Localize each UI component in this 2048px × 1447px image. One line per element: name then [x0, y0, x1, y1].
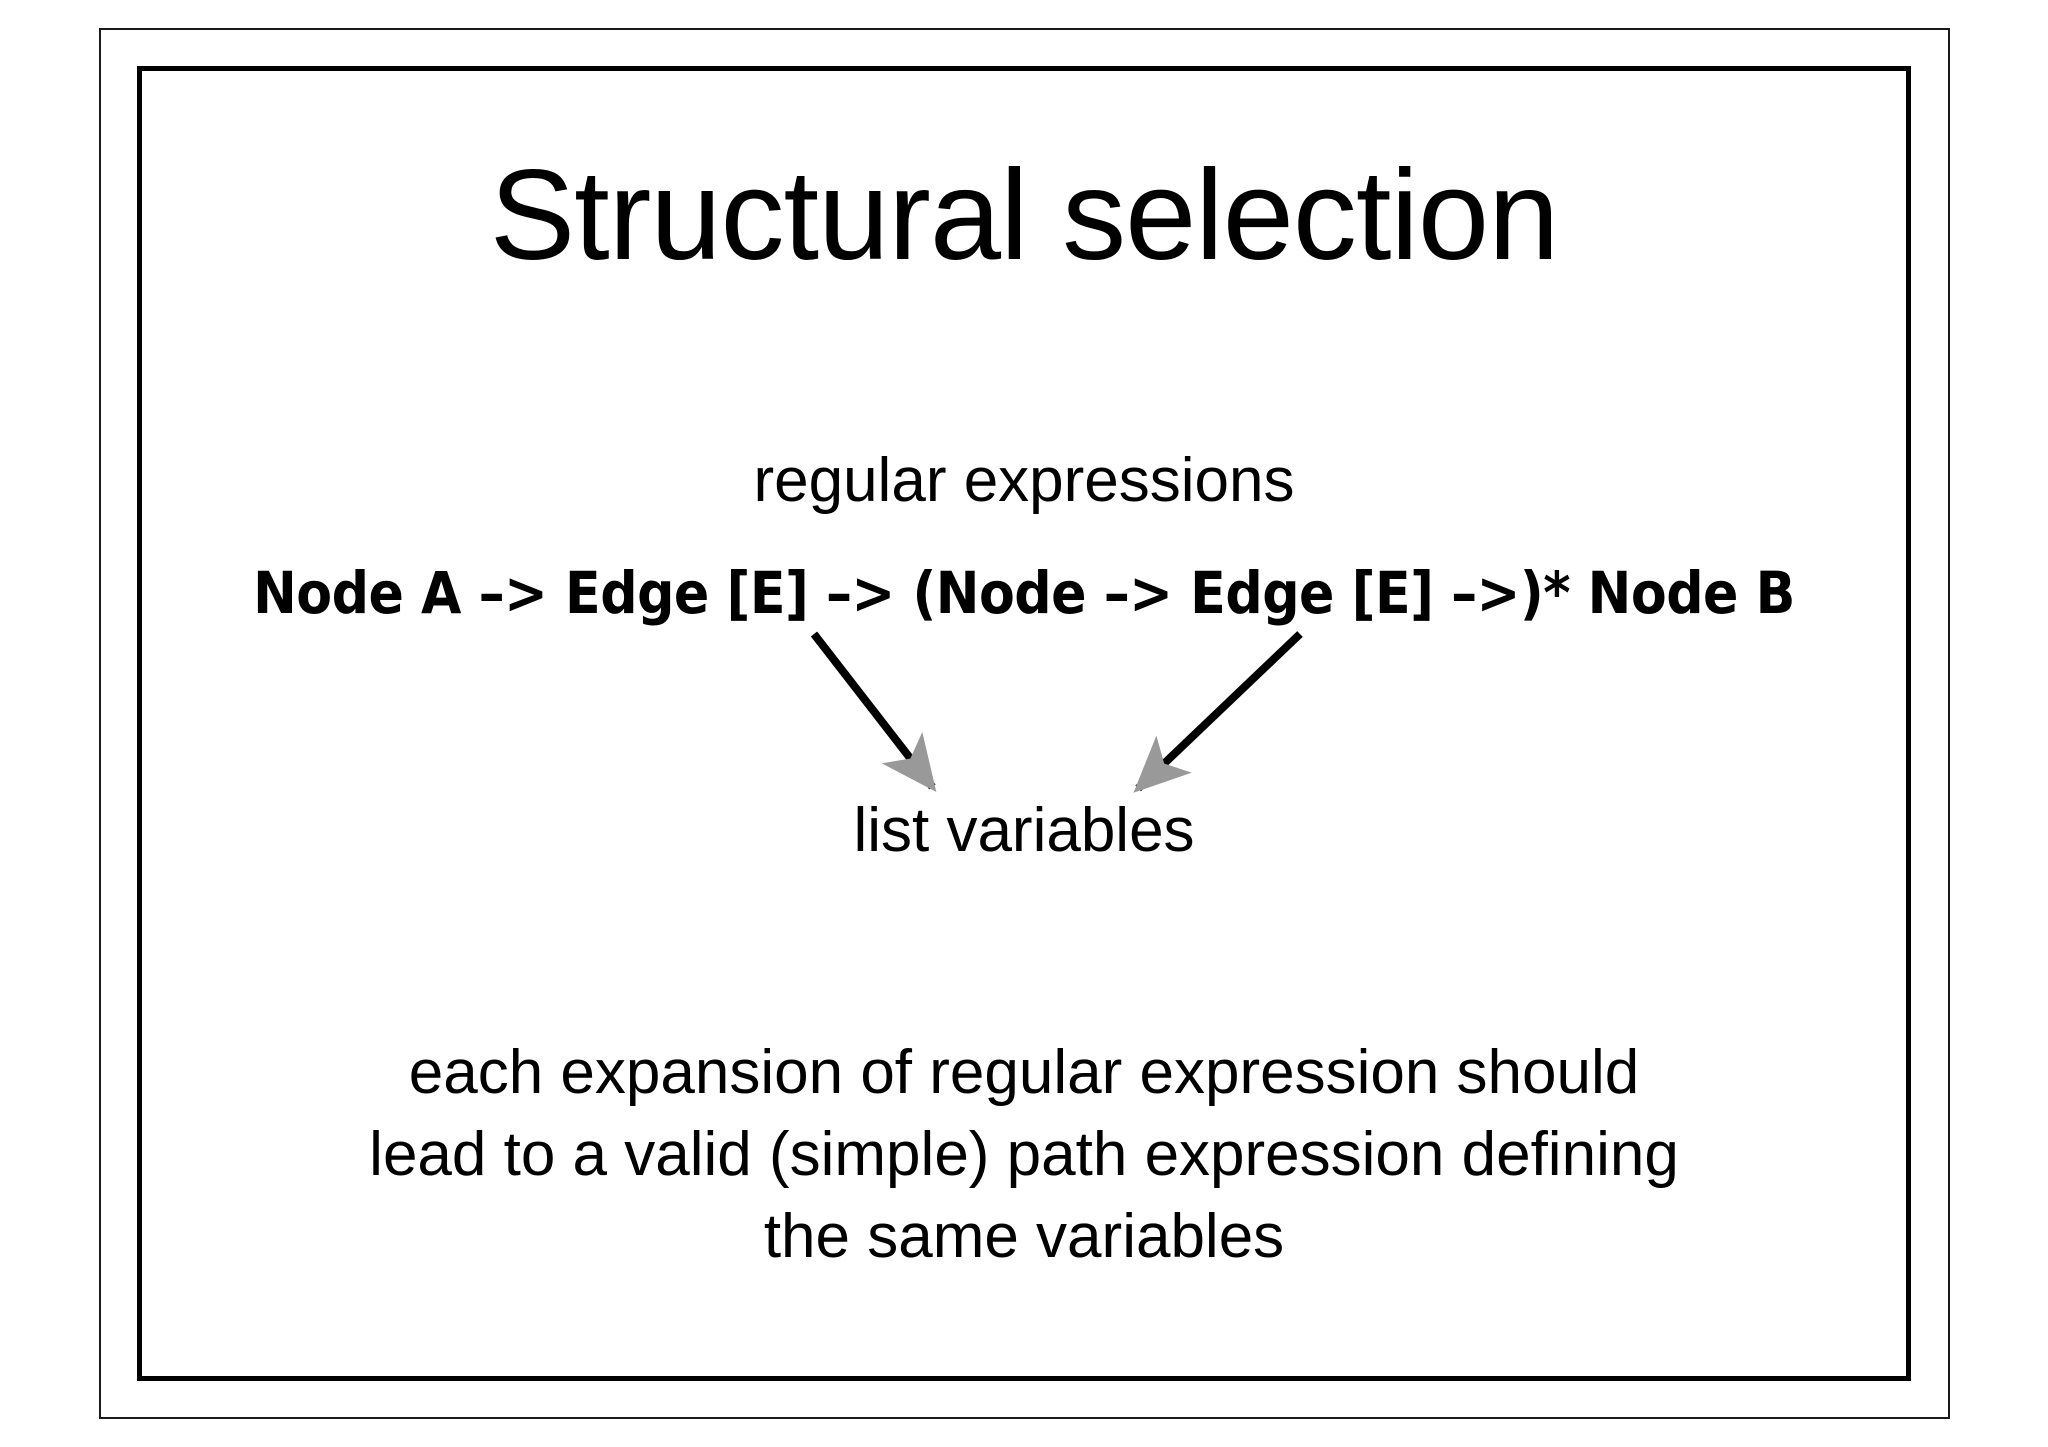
regex-pattern-text: Node A –> Edge [E] –> (Node –> Edge [E] …: [253, 559, 1795, 627]
outer-slide-border: [99, 28, 1950, 1419]
page-title: Structural selection: [489, 144, 1560, 287]
note-line-2: lead to a valid (simple) path expression…: [369, 1119, 1679, 1189]
inner-slide-border: [137, 66, 1911, 1381]
regular-expressions-label: regular expressions: [753, 446, 1295, 515]
note-line-1: each expansion of regular expression sho…: [408, 1038, 1640, 1107]
list-variables-label: list variables: [853, 796, 1195, 865]
note-block: each expansion of regular expression sho…: [137, 1032, 1911, 1277]
note-line-3: the same variables: [763, 1201, 1285, 1271]
